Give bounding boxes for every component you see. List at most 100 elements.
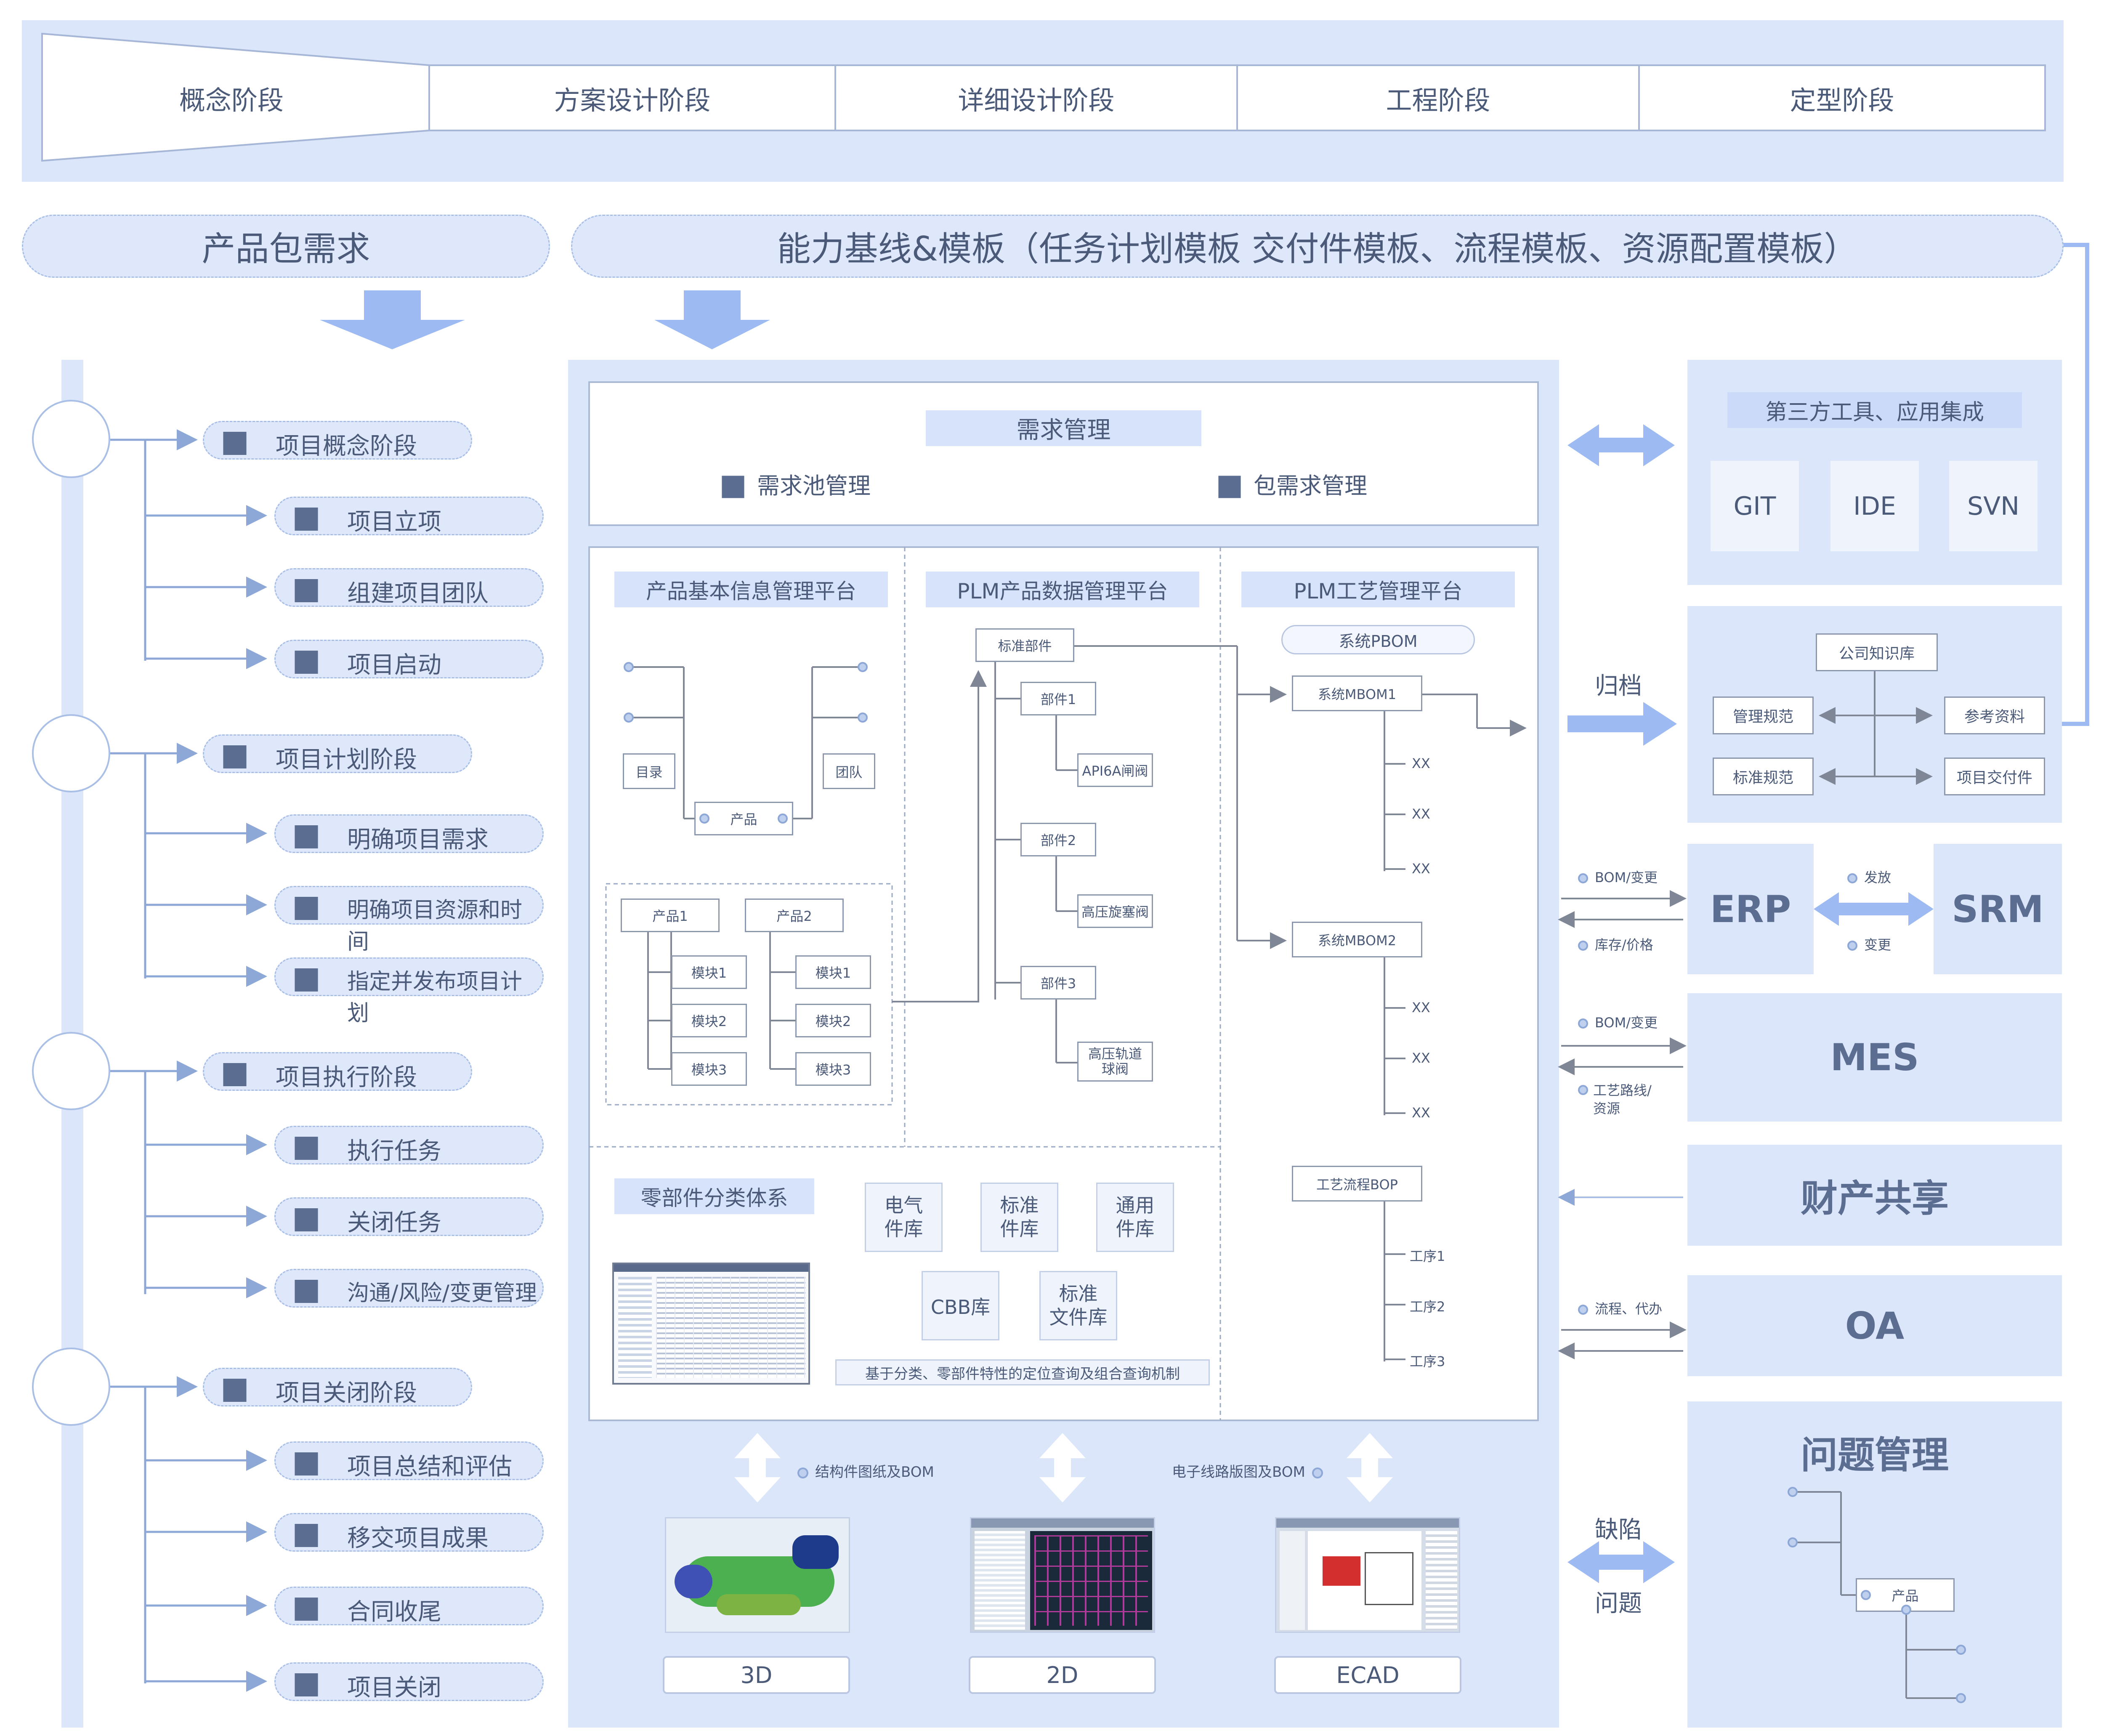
part-child-node[interactable]: 高压旋塞阀 — [1077, 894, 1153, 928]
bullet-icon — [1847, 873, 1857, 883]
phase-item-label: 沟通/风险/变更管理 — [347, 1281, 537, 1306]
spreadsheet-thumbnail — [612, 1263, 810, 1385]
package-demand[interactable]: ⬛︎ 包需求管理 — [1218, 467, 1429, 501]
phase-item[interactable]: ⬛︎ 执行任务 — [274, 1126, 544, 1165]
phase-item-label: 执行任务 — [347, 1138, 441, 1165]
third-party-title: 第三方工具、应用集成 — [1727, 392, 2022, 428]
mes-in-label: BOM/变更 — [1578, 1012, 1658, 1031]
catalog-node[interactable]: 目录 — [623, 753, 675, 789]
phase-item[interactable]: ⬛︎ 明确项目需求 — [274, 814, 544, 853]
phase-item[interactable]: ⬛︎ 关闭任务 — [274, 1197, 544, 1236]
step-label: 工序2 — [1410, 1299, 1445, 1315]
stage-finalize: 定型阶段 — [1790, 85, 1894, 116]
tree-dot — [1788, 1537, 1798, 1547]
demand-pool[interactable]: ⬛︎需求池管理 — [722, 467, 932, 501]
general-lib[interactable]: 通用 件库 — [1096, 1183, 1174, 1252]
phase-item[interactable]: ⬛︎ 项目启动 — [274, 640, 544, 679]
cube-icon: ⬛︎ — [295, 1521, 318, 1548]
phase-item[interactable]: ⬛︎ 移交项目成果 — [274, 1513, 544, 1552]
mbom1-node[interactable]: 系统MBOM1 — [1292, 675, 1422, 711]
cbb-lib[interactable]: CBB库 — [922, 1271, 999, 1340]
knowledge-item[interactable]: 管理规范 — [1713, 697, 1814, 734]
cube-icon: ⬛︎ — [295, 894, 318, 921]
plm-data-platform-title: PLM产品数据管理平台 — [926, 572, 1199, 607]
cube-icon: ⬛︎ — [223, 1376, 247, 1403]
svn-tool[interactable]: SVN — [1949, 461, 2038, 551]
module-node[interactable]: 模块1 — [795, 955, 871, 989]
module-node[interactable]: 模块1 — [671, 955, 747, 989]
oa-system[interactable]: OA — [1845, 1304, 1905, 1348]
problem-mgmt-title: 问题管理 — [1800, 1433, 1949, 1477]
assets-sharing-system[interactable]: 财产共享 — [1800, 1176, 1949, 1220]
xx-label: XX — [1412, 1105, 1430, 1121]
phase-item[interactable]: ⬛︎ 沟通/风险/变更管理 — [274, 1269, 544, 1308]
problem-product-node[interactable]: 产品 — [1856, 1578, 1955, 1612]
phase-item[interactable]: ⬛︎ 明确项目资源和时间 — [274, 886, 544, 954]
knowledge-item[interactable]: 项目交付件 — [1944, 758, 2045, 795]
phase-item[interactable]: ⬛︎ 指定并发布项目计划 — [274, 957, 544, 1026]
srm-system[interactable]: SRM — [1952, 887, 2044, 931]
product1-node[interactable]: 产品1 — [621, 899, 720, 932]
classification-title: 零部件分类体系 — [614, 1178, 814, 1214]
2d-tool-button[interactable]: 2D — [969, 1656, 1156, 1694]
phase-item[interactable]: ⬛︎ 项目关闭 — [274, 1662, 544, 1701]
phase-title: 项目关闭阶段 — [276, 1380, 417, 1407]
pbom-node[interactable]: 系统PBOM — [1281, 625, 1475, 654]
module-node[interactable]: 模块3 — [795, 1052, 871, 1086]
part-node[interactable]: 部件3 — [1020, 966, 1096, 1000]
knowledge-item[interactable]: 参考资料 — [1944, 697, 2045, 734]
cube-icon: ⬛︎ — [223, 1060, 247, 1087]
knowledge-root[interactable]: 公司知识库 — [1816, 633, 1938, 671]
bop-node[interactable]: 工艺流程BOP — [1292, 1166, 1422, 1202]
phase-item-label: 项目立项 — [347, 508, 441, 536]
git-tool[interactable]: GIT — [1711, 461, 1799, 551]
phase-item-label: 组建项目团队 — [347, 580, 489, 607]
phase-pill-plan[interactable]: ⬛︎ 项目计划阶段 — [203, 734, 472, 774]
part-node[interactable]: 部件2 — [1020, 823, 1096, 856]
cube-icon: ⬛︎ — [1218, 473, 1241, 499]
standard-part-node[interactable]: 标准部件 — [975, 628, 1074, 662]
3d-tool-button[interactable]: 3D — [663, 1656, 850, 1694]
phase-item[interactable]: ⬛︎ 项目立项 — [274, 497, 544, 536]
srm-change-label: 变更 — [1847, 934, 1891, 954]
mbom2-node[interactable]: 系统MBOM2 — [1292, 922, 1422, 957]
cube-icon: ⬛︎ — [223, 429, 247, 456]
electrical-lib[interactable]: 电气 件库 — [865, 1183, 943, 1252]
package-demand-label: 包需求管理 — [1254, 473, 1367, 499]
part-node[interactable]: 部件1 — [1020, 682, 1096, 715]
ide-tool[interactable]: IDE — [1830, 461, 1919, 551]
product-node[interactable]: 产品 — [694, 802, 793, 835]
archive-label: 归档 — [1595, 673, 1642, 700]
mes-system[interactable]: MES — [1830, 1036, 1919, 1079]
phase-pill-execute[interactable]: ⬛︎ 项目执行阶段 — [203, 1052, 472, 1091]
phase-item-label: 项目总结和评估 — [347, 1453, 512, 1481]
tree-dot — [1861, 1590, 1871, 1600]
standard-doc-lib[interactable]: 标准 文件库 — [1039, 1271, 1117, 1340]
knowledge-item[interactable]: 标准规范 — [1713, 758, 1814, 795]
erp-system[interactable]: ERP — [1710, 887, 1791, 931]
structure-bom-label: 结构件图纸及BOM — [797, 1460, 934, 1481]
bullet-icon — [1847, 941, 1857, 951]
phase-pill-concept[interactable]: ⬛︎ 项目概念阶段 — [203, 421, 472, 460]
phase-pill-close[interactable]: ⬛︎ 项目关闭阶段 — [203, 1368, 472, 1407]
tree-dot — [858, 662, 868, 672]
defect-label: 缺陷 — [1595, 1516, 1642, 1544]
module-node[interactable]: 模块3 — [671, 1052, 747, 1086]
standard-lib[interactable]: 标准 件库 — [980, 1183, 1058, 1252]
phase-node-2 — [32, 714, 110, 792]
module-node[interactable]: 模块2 — [795, 1004, 871, 1037]
product2-node[interactable]: 产品2 — [745, 899, 844, 932]
ecad-tool-button[interactable]: ECAD — [1274, 1656, 1461, 1694]
team-node[interactable]: 团队 — [823, 753, 875, 789]
part-child-node[interactable]: API6A闸阀 — [1077, 753, 1153, 787]
cube-icon: ⬛︎ — [295, 1205, 318, 1233]
phase-item[interactable]: ⬛︎ 项目总结和评估 — [274, 1441, 544, 1481]
tree-dot — [699, 814, 709, 824]
phase-item[interactable]: ⬛︎ 组建项目团队 — [274, 568, 544, 607]
part-child-node[interactable]: 高压轨道球阀 — [1077, 1042, 1153, 1082]
bullet-icon — [1578, 941, 1588, 951]
phase-title: 项目计划阶段 — [276, 746, 417, 774]
phase-item[interactable]: ⬛︎ 合同收尾 — [274, 1587, 544, 1626]
xx-label: XX — [1412, 1050, 1430, 1066]
module-node[interactable]: 模块2 — [671, 1004, 747, 1037]
